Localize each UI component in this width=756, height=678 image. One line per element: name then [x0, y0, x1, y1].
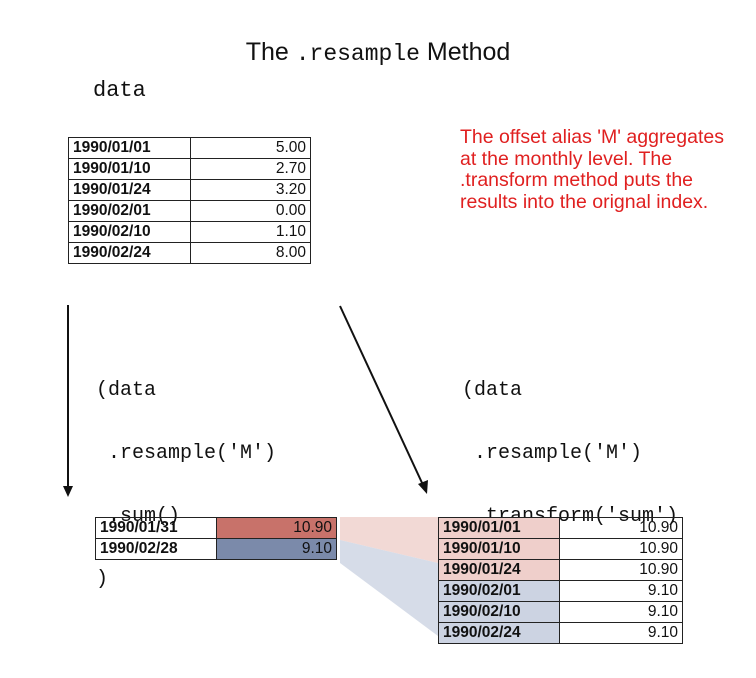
code-line: .resample('M') [462, 442, 643, 465]
index-cell: 1990/02/01 [438, 580, 560, 602]
value-cell: 3.20 [190, 179, 311, 201]
index-cell: 1990/02/28 [95, 538, 217, 560]
explanation-note: The offset alias 'M' aggregates at the m… [460, 126, 724, 213]
index-cell: 1990/02/10 [68, 221, 191, 243]
left-arrow-head [63, 486, 73, 497]
index-cell: 1990/02/10 [438, 601, 560, 623]
value-cell: 9.10 [559, 622, 683, 644]
index-cell: 1990/01/01 [438, 517, 560, 539]
right-arrow-line [339, 305, 424, 486]
value-cell: 10.90 [559, 538, 683, 560]
code-line: .resample('M') [96, 442, 277, 465]
february-flow-band [340, 540, 438, 636]
value-cell: 10.90 [559, 559, 683, 581]
value-cell: 5.00 [190, 137, 311, 159]
sum-code-block: (data .resample('M') .sum() ) [96, 338, 276, 611]
index-cell: 1990/02/24 [438, 622, 560, 644]
value-cell: 10.90 [559, 517, 683, 539]
page-title: The .resample Method [245, 38, 511, 67]
value-cell: 9.10 [216, 538, 337, 560]
value-cell: 10.90 [216, 517, 337, 539]
right-arrow-head [418, 480, 428, 494]
january-flow-band [340, 517, 438, 563]
value-cell: 9.10 [559, 601, 683, 623]
index-cell: 1990/01/24 [438, 559, 560, 581]
code-line: (data [462, 379, 523, 402]
index-cell: 1990/01/01 [68, 137, 191, 159]
value-cell: 0.00 [190, 200, 311, 222]
index-cell: 1990/01/10 [68, 158, 191, 180]
index-cell: 1990/01/24 [68, 179, 191, 201]
value-cell: 9.10 [559, 580, 683, 602]
code-line: ) [96, 568, 109, 591]
value-cell: 1.10 [190, 221, 311, 243]
index-cell: 1990/02/01 [68, 200, 191, 222]
index-cell: 1990/01/31 [95, 517, 217, 539]
code-line: (data [96, 379, 157, 402]
index-cell: 1990/01/10 [438, 538, 560, 560]
data-label: data [93, 78, 146, 103]
value-cell: 8.00 [190, 242, 311, 264]
value-cell: 2.70 [190, 158, 311, 180]
index-cell: 1990/02/24 [68, 242, 191, 264]
